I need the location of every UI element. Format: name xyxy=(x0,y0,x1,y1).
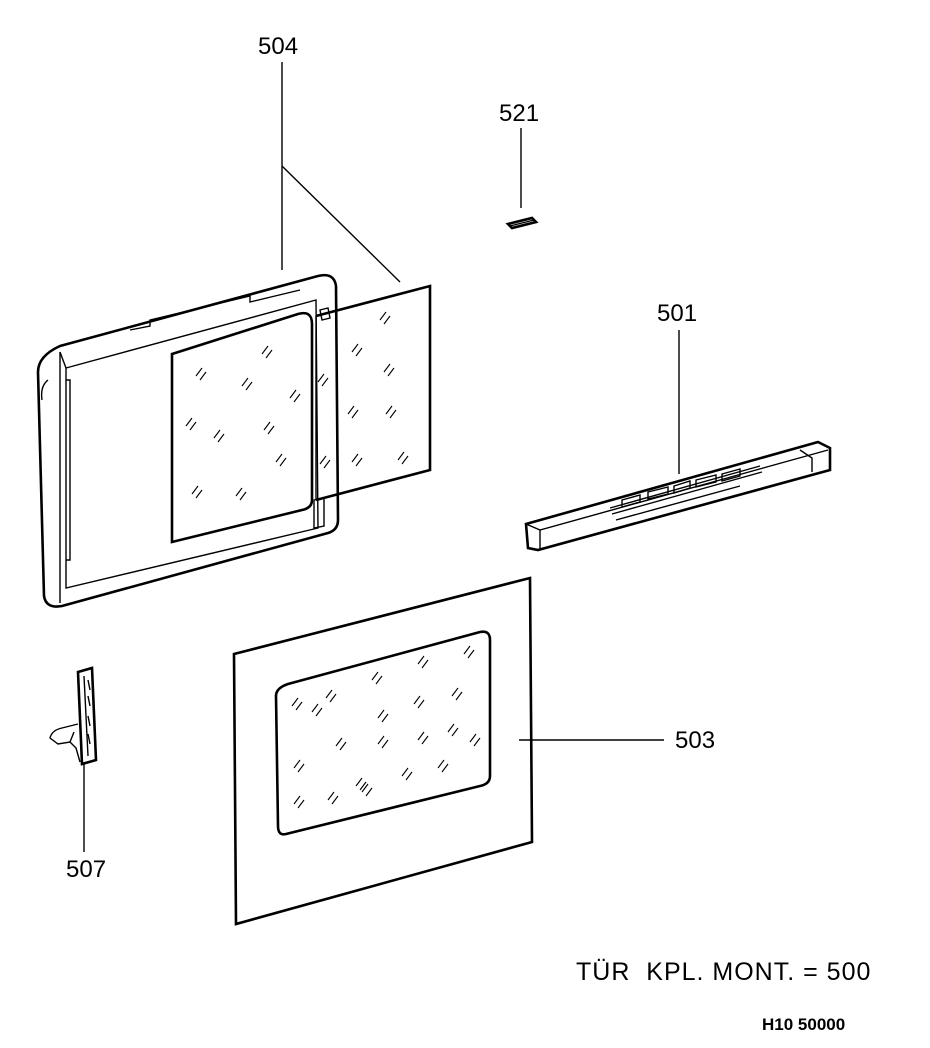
callout-507: 507 xyxy=(66,856,106,883)
leader-504-glass xyxy=(281,165,401,283)
middle-glass-pane xyxy=(315,284,432,502)
outer-door-panel-part xyxy=(232,576,534,926)
callout-501: 501 xyxy=(657,300,697,327)
inner-glass-pane xyxy=(170,311,314,544)
callout-504: 504 xyxy=(258,33,298,60)
hinge-part xyxy=(49,666,98,766)
document-id: H10 50000 xyxy=(762,1015,845,1034)
callout-521: 521 xyxy=(499,100,539,127)
leader-lines xyxy=(83,62,680,852)
inner-door-frame-part xyxy=(36,273,340,608)
callout-503: 503 xyxy=(675,727,715,754)
clip-part xyxy=(505,216,539,230)
handle-strip-part xyxy=(524,440,832,552)
assembly-caption: TÜR KPL. MONT. = 500 xyxy=(576,958,871,986)
